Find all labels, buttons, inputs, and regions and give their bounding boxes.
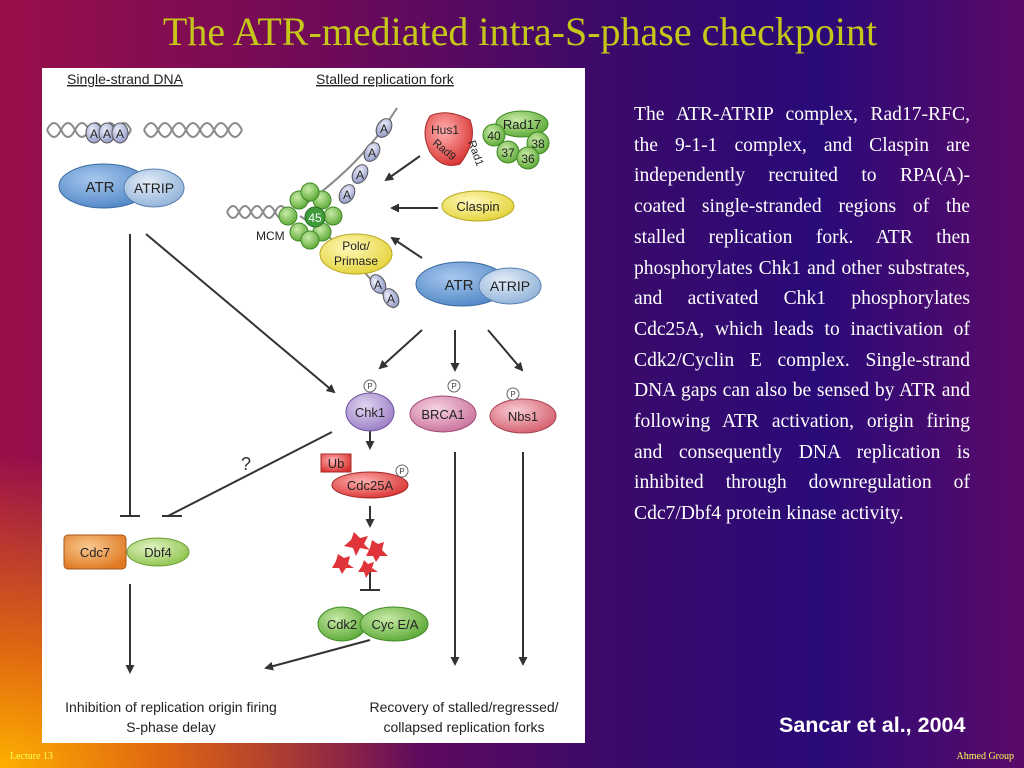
atr-label: ATR — [445, 277, 474, 294]
brca1-node: BRCA1 P — [409, 379, 477, 433]
cdc7-label: Cdc7 — [80, 545, 110, 560]
recruitment-arrows — [384, 155, 438, 259]
degradation-fragments — [332, 532, 388, 578]
ssdna-helix — [46, 122, 243, 138]
rpa-fork-lower: A A — [369, 274, 400, 308]
cdk2-label: Cdk2 — [327, 617, 357, 632]
mcm-label: MCM — [256, 229, 285, 243]
claspin-label: Claspin — [456, 199, 499, 214]
mcm-helicase: 45 MCM — [256, 182, 343, 250]
pathway-arrows — [125, 233, 528, 674]
pol-primase: Polα/ Primase — [319, 233, 393, 275]
rad17-rfc-complex: Rad17 40 38 37 36 — [482, 110, 550, 170]
outcome-left: Inhibition of replication origin firing … — [65, 699, 277, 735]
rfc38-label: 38 — [531, 137, 545, 151]
rfc40-label: 40 — [487, 129, 501, 143]
rpa-label: A — [356, 168, 364, 182]
slide-title: The ATR-mediated intra-S-phase checkpoin… — [162, 9, 878, 54]
citation: Sancar et al., 2004 — [779, 713, 966, 737]
phospho-label: P — [367, 382, 372, 391]
ub-label: Ub — [328, 456, 345, 471]
atrip-label: ATRIP — [490, 278, 530, 294]
phospho-label: P — [510, 390, 515, 399]
header-stalled-fork: Stalled replication fork — [316, 71, 455, 87]
rpa-label: A — [103, 127, 111, 141]
brca1-label: BRCA1 — [421, 407, 464, 422]
checkpoint-diagram: Single-strand DNA Stalled replication fo… — [46, 71, 559, 735]
cdc7-dbf4-complex: Cdc7 Dbf4 — [63, 534, 190, 570]
outcome-left-line1: Inhibition of replication origin firing — [65, 699, 277, 715]
rpa-fork-upper: A A A A — [338, 118, 393, 204]
hus1-label: Hus1 — [431, 123, 459, 137]
rpa-label: A — [368, 146, 376, 160]
inhibition-lines — [120, 234, 380, 591]
outcome-left-line2: S-phase delay — [126, 719, 216, 735]
cdc25a-node: Ub Cdc25A P — [320, 453, 409, 499]
header-single-strand-dna: Single-strand DNA — [67, 71, 184, 87]
footer-group: Ahmed Group — [956, 751, 1015, 762]
rpa-label: A — [90, 127, 98, 141]
phospho-label: P — [399, 467, 404, 476]
cdc25a-label: Cdc25A — [347, 478, 394, 493]
rpa-label: A — [374, 278, 382, 292]
nine-one-one-complex: Hus1 Rad1 Rad9 — [424, 112, 485, 168]
atr-atrip-complex-left: ATR ATRIP — [58, 163, 185, 209]
atr-atrip-complex-right: ATR ATRIP — [415, 261, 542, 307]
outcome-right-line1: Recovery of stalled/regressed/ — [369, 699, 558, 715]
atrip-label: ATRIP — [134, 180, 174, 196]
chk1-node: Chk1 P — [345, 379, 395, 432]
atr-label: ATR — [86, 179, 115, 196]
rpa-label: A — [387, 292, 395, 306]
dbf4-label: Dbf4 — [144, 545, 171, 560]
nbs1-node: Nbs1 P — [489, 387, 557, 434]
cdk2-cyclin-complex: Cdk2 Cyc E/A — [317, 606, 429, 642]
chk1-label: Chk1 — [355, 405, 385, 420]
rpa-label: A — [343, 188, 351, 202]
footer-lecture: Lecture 13 — [10, 751, 54, 762]
slide-body-text: The ATR-ATRIP complex, Rad17-RFC, the 9-… — [634, 104, 970, 525]
phospho-label: P — [451, 382, 456, 391]
rad17-label: Rad17 — [503, 117, 541, 132]
rfc37-label: 37 — [501, 146, 515, 160]
cyce-label: Cyc E/A — [372, 617, 419, 632]
rpa-label: A — [116, 127, 124, 141]
rpa-cluster-left: A A A — [85, 122, 129, 144]
outcome-right-line2: collapsed replication forks — [383, 719, 544, 735]
outcome-right: Recovery of stalled/regressed/ collapsed… — [369, 699, 558, 735]
pol-label-1: Polα/ — [342, 239, 370, 253]
claspin: Claspin — [441, 190, 515, 222]
rfc36-label: 36 — [521, 152, 535, 166]
mcm-number: 45 — [308, 211, 322, 225]
rad1-label: Rad1 — [465, 139, 485, 168]
question-mark: ? — [241, 454, 251, 474]
rpa-label: A — [380, 122, 388, 136]
diagram-panel: Single-strand DNA Stalled replication fo… — [42, 68, 585, 743]
nbs1-label: Nbs1 — [508, 409, 538, 424]
pol-label-2: Primase — [334, 254, 378, 268]
